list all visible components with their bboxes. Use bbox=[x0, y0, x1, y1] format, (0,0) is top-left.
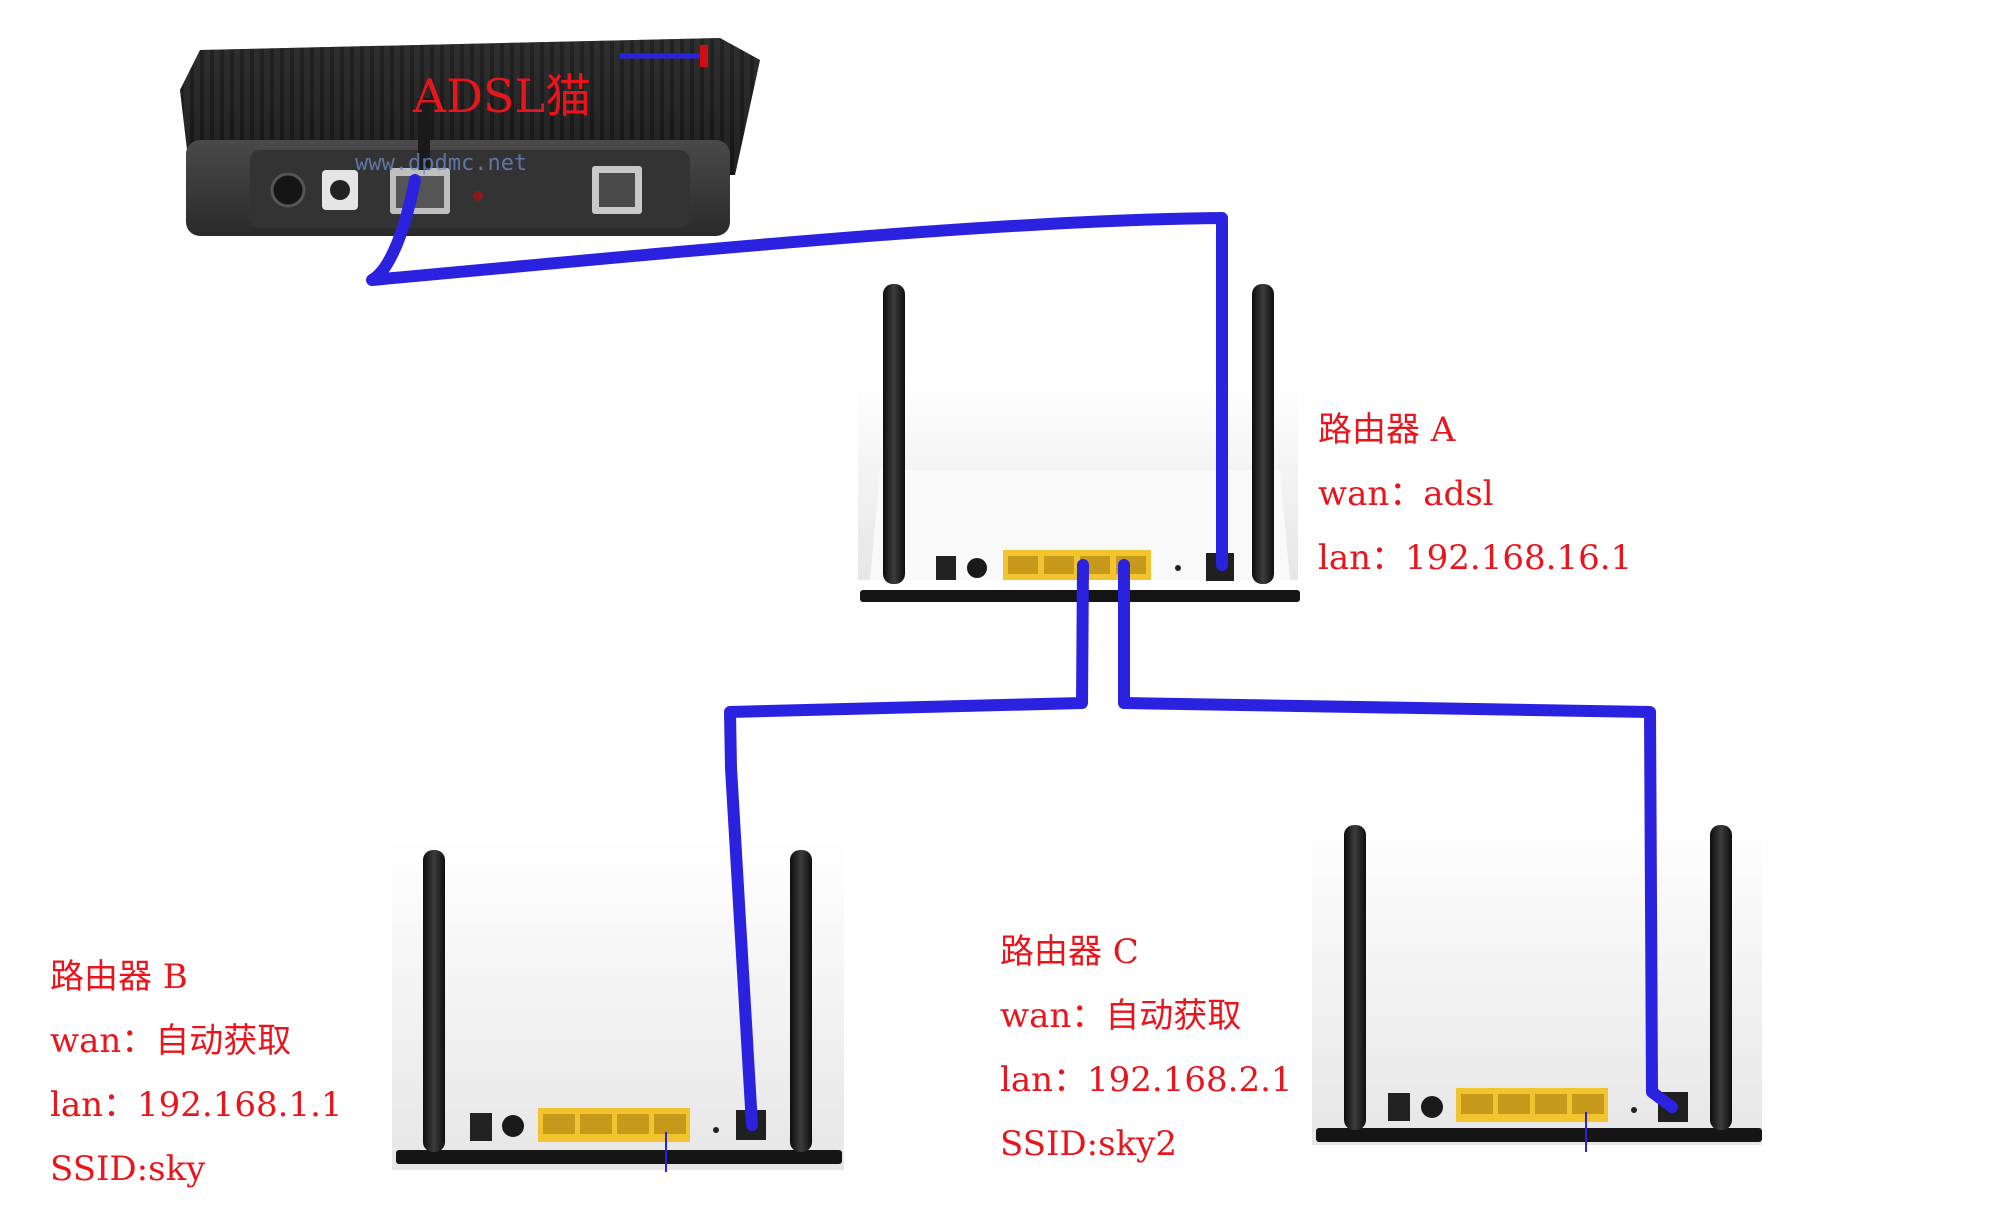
cable-router-a-to-router-c bbox=[1118, 559, 1678, 1113]
router-b bbox=[392, 840, 844, 1172]
watermark-text: www.dpdmc.net bbox=[355, 151, 527, 176]
router-c-wan: wan：自动获取 bbox=[1000, 996, 1242, 1036]
router-a-wan: wan：adsl bbox=[1318, 474, 1494, 514]
cable-router-a-to-router-b bbox=[724, 559, 1089, 1131]
router-a bbox=[858, 284, 1300, 602]
router-c-lan: lan：192.168.2.1 bbox=[1000, 1060, 1293, 1100]
adsl-modem bbox=[180, 38, 760, 236]
router-b-ssid: SSID:sky bbox=[50, 1149, 206, 1189]
router-a-name: 路由器 A bbox=[1318, 410, 1456, 450]
router-a-lan: lan：192.168.16.1 bbox=[1318, 538, 1633, 578]
router-b-lan: lan：192.168.1.1 bbox=[50, 1085, 343, 1125]
router-c-label: 路由器 C wan：自动获取 lan：192.168.2.1 SSID:sky2 bbox=[1000, 920, 1293, 1176]
router-a-label: 路由器 A wan：adsl lan：192.168.16.1 bbox=[1318, 398, 1632, 590]
router-c bbox=[1312, 820, 1762, 1152]
modem-line-stub-tip bbox=[700, 45, 708, 67]
modem-label: ADSL猫 bbox=[412, 69, 591, 123]
router-b-wan: wan：自动获取 bbox=[50, 1021, 292, 1061]
router-b-label: 路由器 B wan：自动获取 lan：192.168.1.1 SSID:sky bbox=[50, 945, 343, 1201]
router-c-name: 路由器 C bbox=[1000, 932, 1139, 972]
cable-modem-to-router-a bbox=[366, 174, 1228, 571]
router-b-name: 路由器 B bbox=[50, 957, 188, 997]
router-c-ssid: SSID:sky2 bbox=[1000, 1124, 1178, 1164]
